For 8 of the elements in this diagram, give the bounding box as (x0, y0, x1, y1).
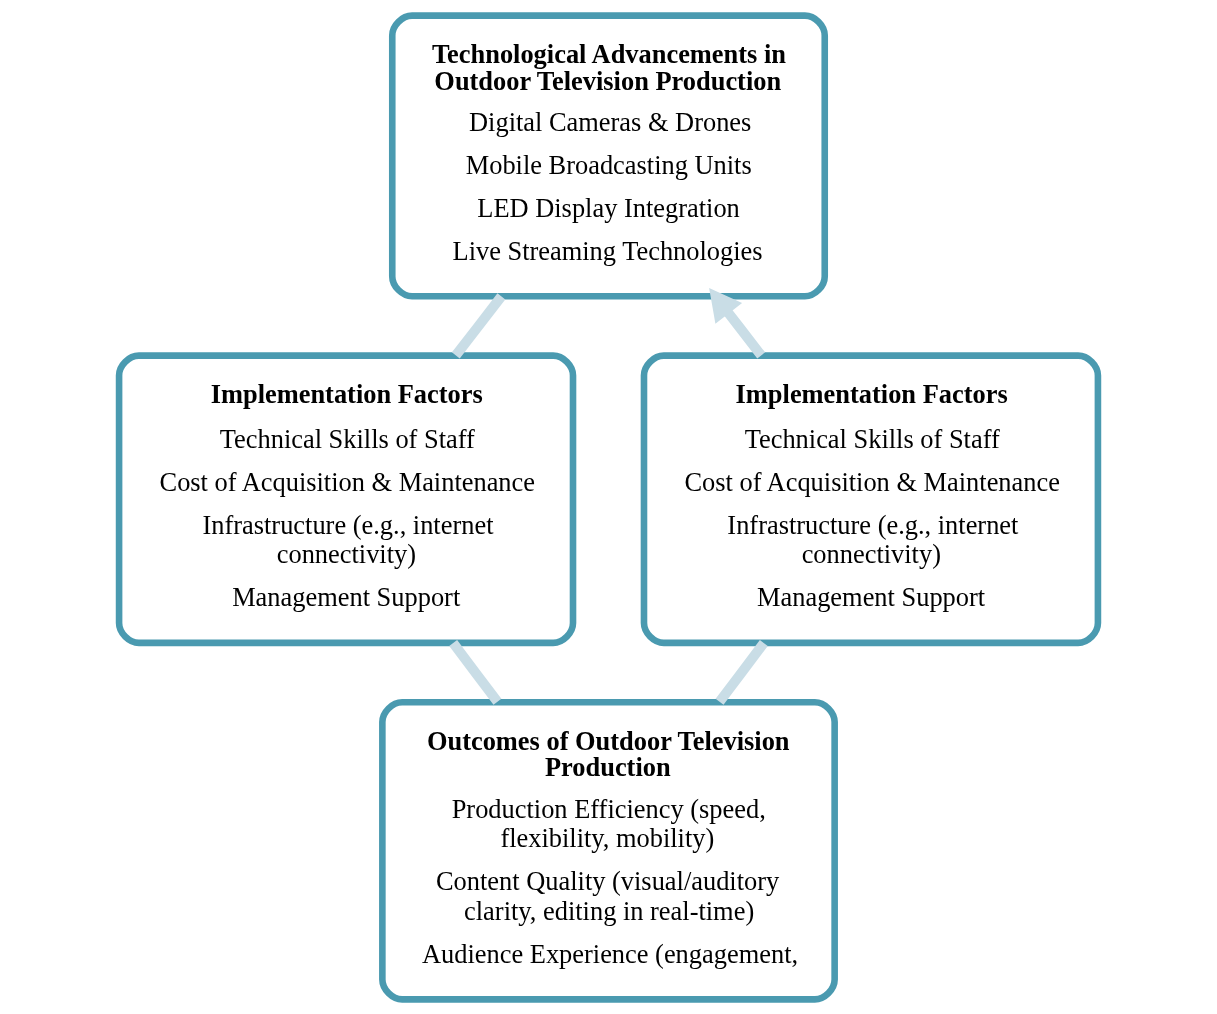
node-box: Implementation Factors Technical Skills of Staff Cost of Acquisition & Maintenance Infrastructure (e.g., internet connectivity) Management Support (115, 351, 577, 646)
node-box: Outcomes of Outdoor Television Production Production Efficiency (speed, flexibility, mobility) Content Quality (visual/auditory clarity, editing in real-time) Audience Experience (engagement, (379, 698, 838, 1003)
arrow (709, 287, 766, 358)
connector (715, 639, 768, 705)
node-box: Implementation Factors Technical Skills of Staff Cost of Acquisition & Maintenance Infrastructure (e.g., internet connectivity) Management Support (640, 351, 1102, 646)
node-box: Technological Advancements in Outdoor Television Production Digital Cameras & Drones Mobile Broadcasting Units LED Display Integration Live Streaming Technologies (388, 11, 829, 300)
connector (449, 639, 502, 705)
connector (451, 292, 506, 358)
